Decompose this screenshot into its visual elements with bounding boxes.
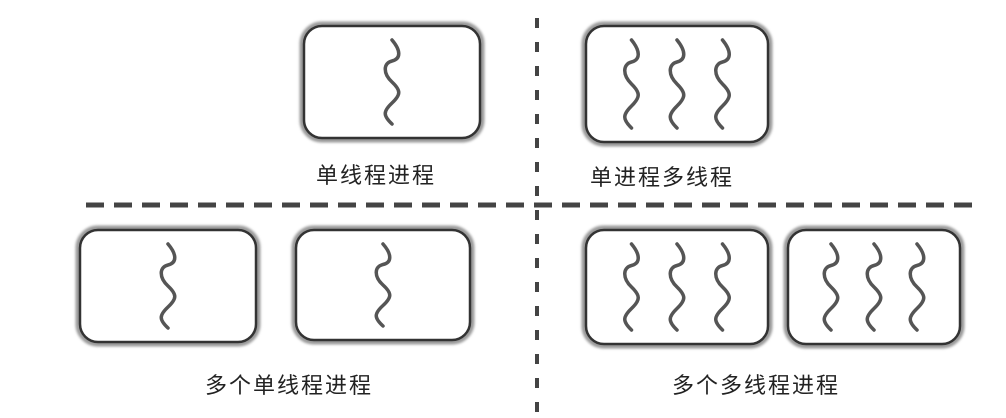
thread-squiggle <box>908 242 926 332</box>
process-box <box>783 225 965 349</box>
process-box <box>299 21 485 143</box>
thread-squiggle <box>383 38 401 126</box>
thread-squiggle <box>374 242 392 328</box>
process-box <box>581 21 773 147</box>
thread-squiggle <box>623 38 640 130</box>
thread-squiggle <box>714 242 731 332</box>
thread-squiggle <box>668 38 686 130</box>
process-boxes <box>75 21 965 349</box>
process-box <box>581 225 773 349</box>
process-box <box>75 225 261 347</box>
process-box <box>291 225 475 345</box>
thread-squiggle <box>623 242 640 332</box>
thread-squiggle <box>865 242 883 332</box>
caption-multiple-multi-thread-processes: 多个多线程进程 <box>672 374 841 399</box>
caption-multiple-single-thread-processes: 多个单线程进程 <box>205 374 374 399</box>
caption-single-process-multi-thread: 单进程多线程 <box>590 166 735 191</box>
thread-squiggle <box>668 242 686 332</box>
caption-single-thread-process: 单线程进程 <box>316 164 437 189</box>
thread-squiggle <box>159 242 177 330</box>
thread-squiggle <box>822 242 840 332</box>
thread-squiggle <box>714 38 731 130</box>
